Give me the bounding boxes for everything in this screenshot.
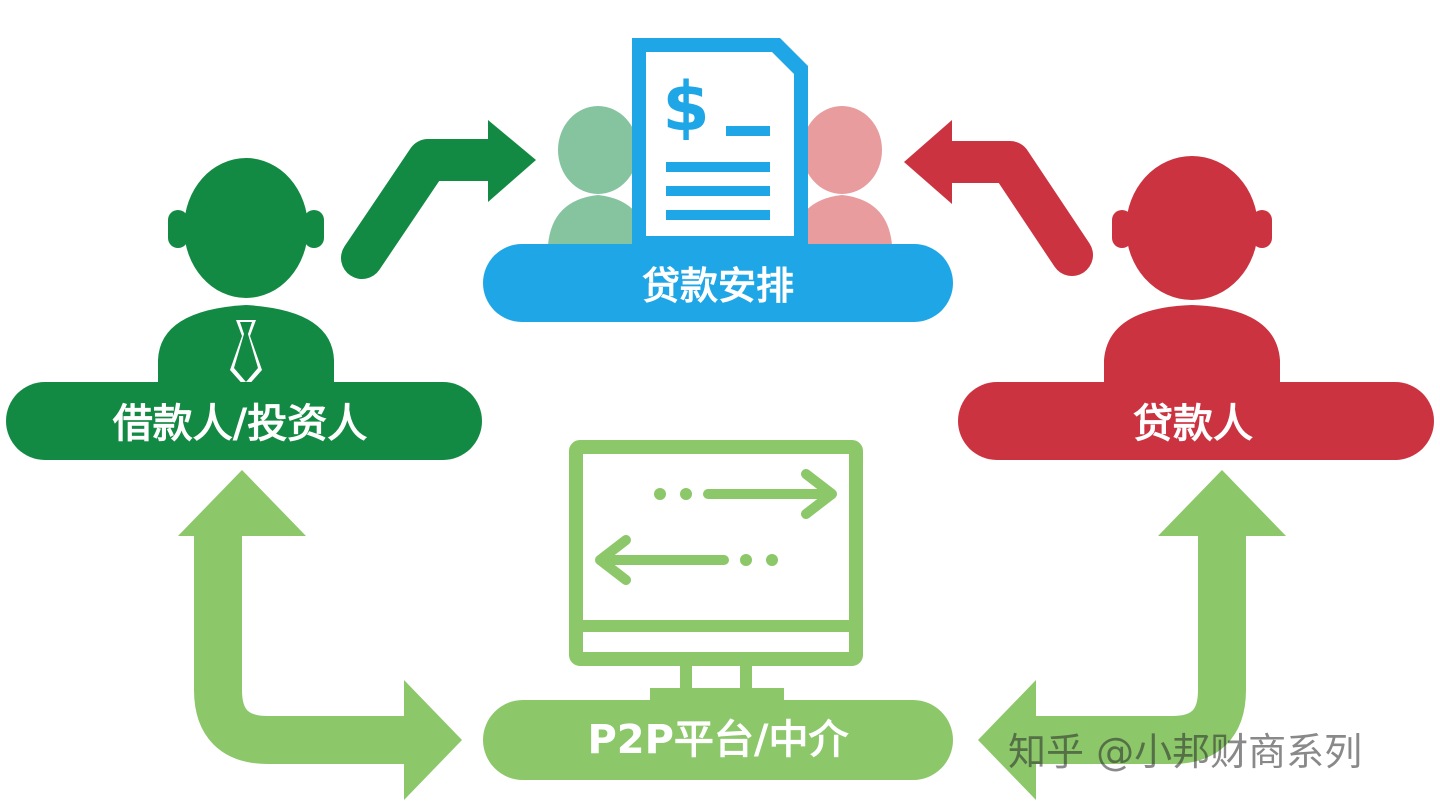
- watermark: 知乎 @小邦财商系列: [1008, 730, 1363, 774]
- svg-text:$: $: [662, 68, 709, 147]
- lender-label: 贷款人: [1133, 401, 1253, 447]
- borrower-label: 借款人/投资人: [112, 401, 368, 447]
- person-red-icon: [1104, 156, 1280, 390]
- monitor-exchange-icon: [569, 440, 863, 700]
- arrow-lender-platform: [978, 470, 1286, 800]
- platform-pill: [483, 700, 953, 780]
- faded-person-green-icon: [548, 106, 648, 245]
- arrow-borrower-to-loan: [341, 120, 536, 279]
- person-green-icon: [158, 158, 334, 390]
- document-dollar-icon: $: [632, 38, 808, 244]
- loan-arrangement-label: 贷款安排: [641, 264, 794, 308]
- lender-pill: [958, 382, 1434, 460]
- faded-person-red-icon: [792, 106, 892, 245]
- borrower-pill: [6, 382, 482, 460]
- arrow-borrower-platform: [178, 470, 462, 800]
- arrow-lender-to-loan: [904, 120, 1093, 276]
- loan-arrangement-pill: [483, 244, 953, 322]
- platform-label: P2P平台/中介: [587, 717, 849, 763]
